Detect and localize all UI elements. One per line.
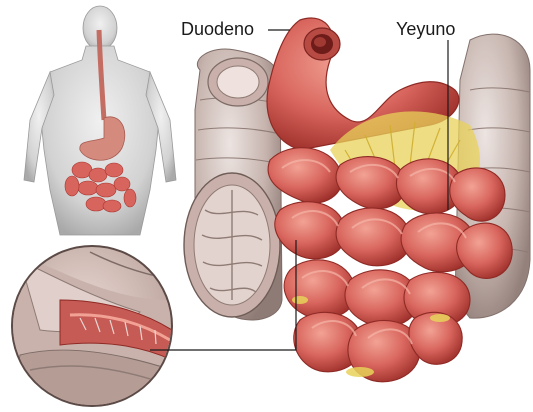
small-intestine	[268, 148, 512, 382]
inset-magnified-view	[10, 246, 172, 406]
duodeno-label: Duodeno	[181, 20, 254, 38]
yeyuno-label: Yeyuno	[396, 20, 455, 38]
body-figure	[24, 6, 176, 235]
